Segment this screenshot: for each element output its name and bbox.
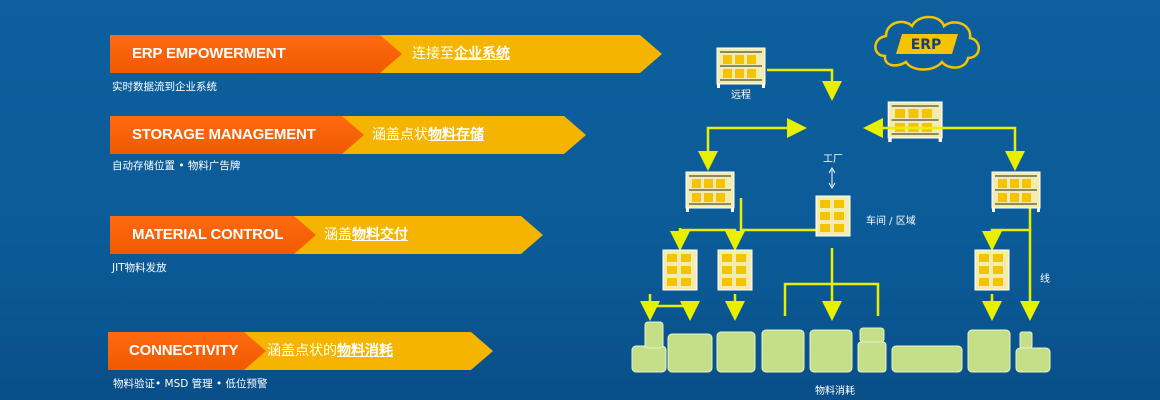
caption-highlight: 物料交付 [352, 227, 408, 243]
banner-yellow-arrow [340, 116, 586, 154]
feature-title: ERP EMPOWERMENT [132, 45, 286, 62]
workshop-rack-icon [815, 195, 851, 237]
remote-label: 远程 [731, 89, 751, 101]
caption-text: 涵盖 [324, 227, 352, 243]
erp-label: ERP [911, 37, 942, 53]
banner-yellow-arrow [380, 35, 662, 73]
caption-text: 涵盖点状的 [267, 343, 337, 359]
caption-text: 涵盖点状 [372, 127, 428, 143]
cart-rack-right-icon [991, 171, 1041, 213]
consumption-label: 物料消耗 [815, 384, 855, 397]
caption-text: 连接至 [412, 46, 454, 62]
feature-caption: 涵盖点状的物料消耗 [267, 332, 393, 370]
feature-title: CONNECTIVITY [129, 342, 239, 359]
factory-rack-icon [887, 101, 943, 143]
caption-highlight: 物料存储 [428, 127, 484, 143]
line-rack-3-icon [974, 249, 1010, 291]
workshop-label: 车间 / 区域 [866, 214, 916, 227]
caption-highlight: 物料消耗 [337, 343, 393, 359]
feature-caption: 涵盖物料交付 [324, 216, 408, 254]
factory-label: 工厂 [823, 154, 843, 165]
banner-yellow-arrow [238, 332, 493, 370]
small-double-arrow [828, 167, 836, 189]
flow-connectors [640, 68, 1040, 321]
feature-caption: 连接至企业系统 [412, 35, 510, 73]
production-machines [631, 321, 1051, 373]
banner-orange-arrow [110, 216, 316, 254]
line-label: 线 [1040, 272, 1050, 285]
feature-title: MATERIAL CONTROL [132, 226, 284, 243]
material-flow-diagram: ERP 远程 工厂 车间 / 区域 线 [631, 15, 1051, 397]
feature-caption: 涵盖点状物料存储 [372, 116, 484, 154]
caption-highlight: 企业系统 [454, 46, 510, 62]
banner-orange-arrow [110, 35, 402, 73]
feature-subtitle: JIT物料发放 [112, 262, 167, 274]
banner-orange-arrow [110, 116, 364, 154]
erp-cloud-icon [874, 15, 980, 71]
cart-rack-left-icon [685, 171, 735, 213]
feature-subtitle: 物料验证• MSD 管理 • 低位预警 [113, 378, 268, 390]
remote-rack-icon [716, 47, 766, 89]
feature-subtitle: 实时数据流到企业系统 [112, 81, 217, 93]
line-rack-1-icon [662, 249, 698, 291]
banner-orange-arrow [108, 332, 266, 370]
feature-subtitle: 自动存储位置 • 物料广告牌 [112, 160, 241, 172]
banner-yellow-arrow [290, 216, 543, 254]
feature-title: STORAGE MANAGEMENT [132, 126, 316, 143]
line-rack-2-icon [717, 249, 753, 291]
